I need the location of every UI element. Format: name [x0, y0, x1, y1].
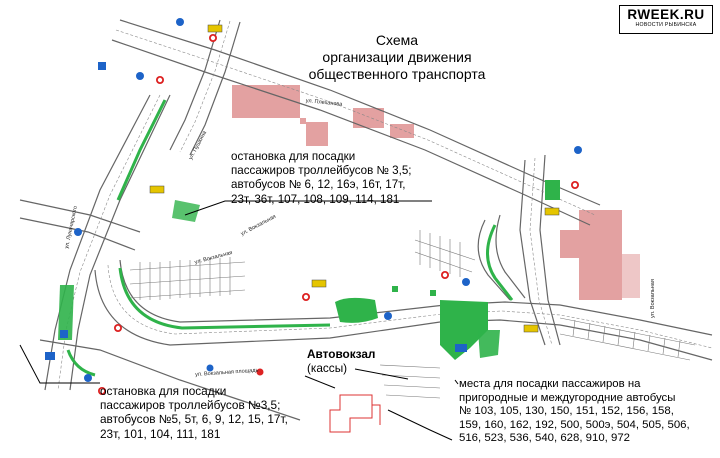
intercity-line-5: 516, 523, 536, 540, 628, 910, 972: [459, 432, 631, 445]
brand-tagline: НОВОСТИ РЫБИНСКА: [635, 22, 697, 28]
parking-stalls: [129, 230, 696, 399]
road-outlines: [19, 19, 713, 421]
station-building: [329, 394, 381, 433]
intercity-caption: места для посадки пассажиров на пригород…: [459, 378, 690, 446]
stop-north-line-3: автобусов № 6, 12, 16э, 16т, 17т,: [231, 178, 406, 192]
intercity-line-4: 159, 160, 162, 192, 500, 500э, 504, 505,…: [459, 418, 690, 431]
map-title: Схема организации движения общественного…: [292, 32, 502, 83]
traffic-symbols: [45, 18, 582, 395]
bus-station-sub: (кассы): [307, 361, 348, 375]
stop-south-line-1: остановка для посадки: [100, 384, 227, 398]
bus-station-name: Автовокзал: [307, 347, 376, 361]
stop-north-line-4: 23т, 36т, 107, 108, 109, 114, 181: [231, 192, 400, 206]
stop-south-caption: остановка для посадки пассажиров троллей…: [100, 384, 288, 441]
title-line-2: организации движения: [322, 49, 472, 65]
title-line-1: Схема: [375, 32, 419, 48]
intercity-line-2: пригородные и междугородние автобусы: [459, 391, 676, 404]
title-line-3: общественного транспорта: [308, 66, 486, 82]
stop-south-line-4: 23т, 101, 104, 111, 181: [100, 426, 221, 441]
stop-south-line-3: автобусов №5, 5т, 6, 9, 12, 15, 17т,: [100, 412, 288, 427]
bus-station-label: Автовокзал (кассы): [307, 347, 375, 375]
green-route: [66, 99, 514, 377]
brand-name: RWEEK.RU: [627, 7, 705, 22]
brand-badge[interactable]: RWEEK.RU НОВОСТИ РЫБИНСКА: [619, 5, 713, 34]
green-zones: [58, 180, 560, 360]
stop-south-line-2: пассажиров троллейбусов №3,5;: [100, 398, 281, 413]
leader-lines: [19, 200, 459, 441]
stop-north-line-2: пассажиров троллейбусов № 3,5;: [231, 164, 412, 178]
intercity-line-1: места для посадки пассажиров на: [459, 378, 641, 390]
stop-north-caption: остановка для посадки пассажиров троллей…: [231, 150, 411, 207]
buildings: [232, 85, 640, 300]
stop-north-line-1: остановка для посадки: [231, 150, 356, 163]
street-label-vokzalnaya-right: ул. Вокзальная: [650, 279, 656, 318]
intercity-line-3: № 103, 105, 130, 150, 151, 152, 156, 158…: [459, 405, 674, 418]
